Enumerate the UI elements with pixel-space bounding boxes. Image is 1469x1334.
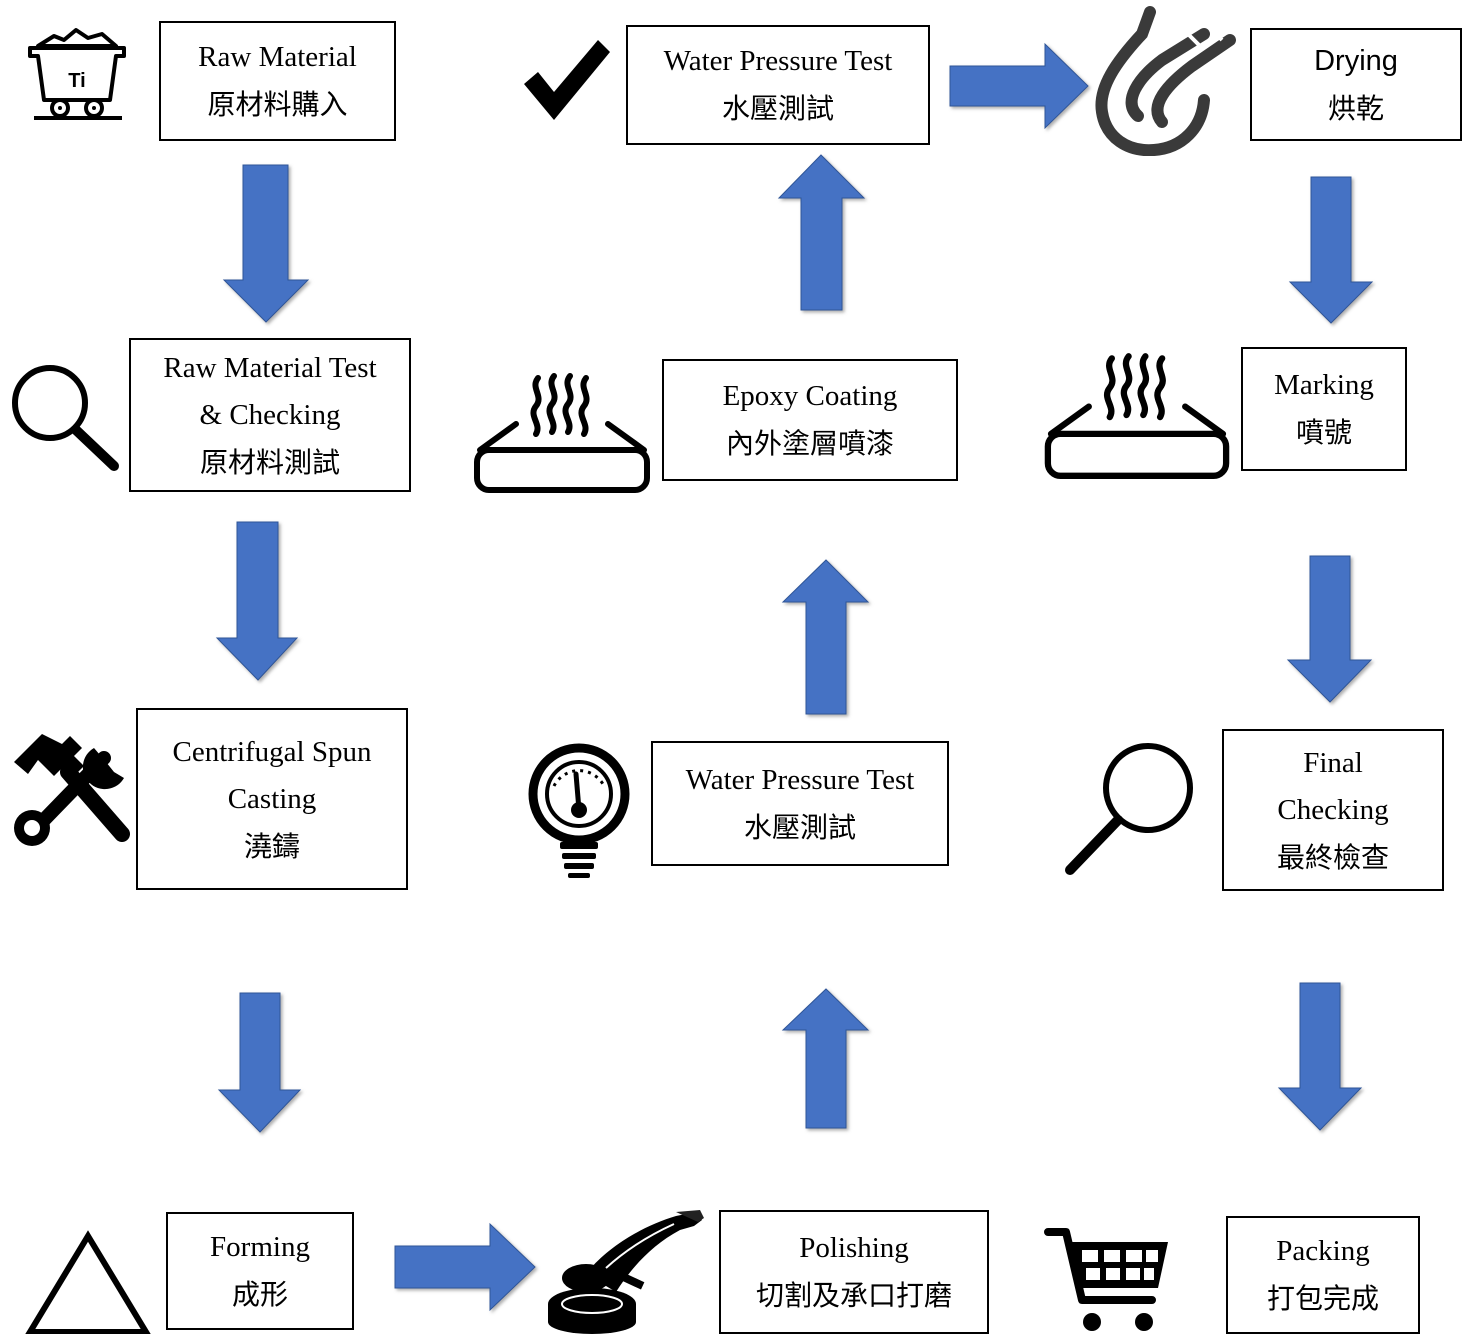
step-label-en-line2: Checking <box>1277 793 1389 826</box>
step-label-en: Raw Material Test <box>163 351 377 384</box>
arrow-epoxy-to-pressure2 <box>777 154 866 311</box>
step-label-en: Marking <box>1274 369 1374 401</box>
step-label-en: Water Pressure Test <box>685 763 915 796</box>
step-label-zh: 最終檢查 <box>1276 840 1389 874</box>
heated-tray-icon <box>1044 353 1230 479</box>
step-label-en: Polishing <box>799 1232 909 1264</box>
svg-text:Ti: Ti <box>68 70 85 92</box>
step-raw-material-test: Raw Material Test & Checking 原材料測試 <box>129 338 411 492</box>
step-label-zh: 成形 <box>231 1278 288 1311</box>
step-label-en: Drying <box>1314 44 1398 77</box>
heated-tray-icon <box>474 373 650 493</box>
step-label-zh: 烘乾 <box>1327 91 1384 125</box>
step-label-zh: 水壓測試 <box>721 92 834 125</box>
tools-icon <box>14 734 134 846</box>
step-label-en: Final <box>1303 746 1363 779</box>
arrow-drying-to-marking <box>1288 176 1374 324</box>
step-epoxy-coating: Epoxy Coating 內外塗層噴漆 <box>662 359 958 481</box>
step-water-pressure-test-1: Water Pressure Test 水壓測試 <box>651 741 949 866</box>
step-drying: Drying 烘乾 <box>1250 28 1462 141</box>
step-label-en-line2: Casting <box>227 782 317 815</box>
step-centrifugal-casting: Centrifugal Spun Casting 澆鑄 <box>136 708 408 890</box>
step-label-en: Forming <box>210 1231 310 1263</box>
step-final-checking: Final Checking 最終檢查 <box>1222 729 1444 891</box>
step-label-zh: 打包完成 <box>1266 1282 1379 1315</box>
arrow-pressure2-to-drying <box>949 42 1089 130</box>
step-label-en: Water Pressure Test <box>663 45 893 77</box>
step-polishing: Polishing 切割及承口打磨 <box>719 1210 989 1334</box>
mine-cart-icon: Ti <box>28 28 126 120</box>
arrow-forming-to-polishing <box>394 1222 536 1312</box>
step-label-zh: 原材料測試 <box>199 445 340 479</box>
checkmark-icon <box>524 40 610 120</box>
step-label-en: Epoxy Coating <box>722 380 898 412</box>
step-packing: Packing 打包完成 <box>1226 1216 1420 1334</box>
step-label-en: Raw Material <box>198 41 357 73</box>
step-label-zh: 切割及承口打磨 <box>755 1279 952 1312</box>
step-label-zh: 原材料購入 <box>207 88 348 121</box>
triangle-icon <box>25 1230 151 1334</box>
arrow-pressure1-to-epoxy <box>781 559 870 715</box>
step-label-en: Packing <box>1276 1235 1370 1267</box>
step-water-pressure-test-2: Water Pressure Test 水壓測試 <box>626 25 930 145</box>
step-label-zh: 水壓測試 <box>743 810 856 844</box>
step-marking: Marking 噴號 <box>1241 347 1407 471</box>
step-forming: Forming 成形 <box>166 1212 354 1330</box>
arrow-raw-to-test <box>222 164 310 323</box>
arrow-final-to-packing <box>1277 982 1363 1131</box>
pressure-gauge-icon <box>528 743 630 878</box>
arrow-marking-to-final <box>1286 555 1373 703</box>
step-label-en-line2: & Checking <box>199 398 341 431</box>
step-label-zh: 噴號 <box>1295 416 1352 449</box>
magnifier-icon <box>1065 743 1193 875</box>
arrow-polishing-to-pressure1 <box>781 988 870 1129</box>
step-label-zh: 內外塗層噴漆 <box>725 427 894 460</box>
water-drop-icon <box>1095 6 1236 156</box>
step-label-zh: 澆鑄 <box>243 829 300 863</box>
magnifier-icon <box>12 365 119 471</box>
polisher-icon <box>548 1210 704 1334</box>
arrow-test-to-casting <box>215 521 299 681</box>
step-label-en: Centrifugal Spun <box>172 735 372 768</box>
step-raw-material: Raw Material 原材料購入 <box>159 21 396 141</box>
shopping-cart-icon <box>1044 1228 1168 1331</box>
arrow-casting-to-forming <box>217 992 302 1133</box>
